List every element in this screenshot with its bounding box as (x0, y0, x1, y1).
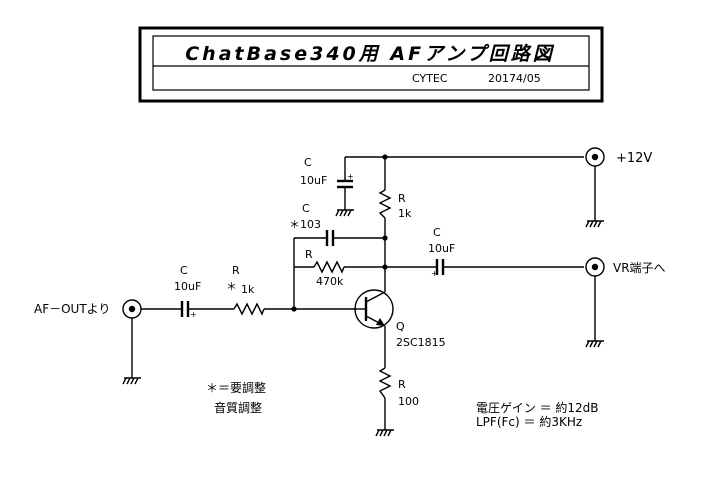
capacitor-decouple-icon: + (337, 172, 354, 189)
author-text: CYTEC (412, 72, 448, 85)
c-feedback-name: C (302, 202, 310, 215)
c-output-value: 10uF (428, 242, 455, 255)
c-decouple-value: 10uF (300, 174, 327, 187)
supply-jack-icon (585, 147, 605, 167)
date-text: 20174/05 (488, 72, 541, 85)
ground-icon (335, 209, 354, 217)
capacitor-output-icon: + (431, 259, 445, 278)
svg-text:+: + (431, 269, 438, 278)
output-label: VR端子へ (613, 261, 666, 275)
ground-icon (585, 220, 604, 228)
wires (131, 156, 596, 430)
component-labels: C 10uF R ＊ 1k C 10uF R 1k C ＊103 R 470k … (174, 156, 455, 408)
r-input-value: 1k (241, 283, 255, 296)
title-block: ChatBase340用 AFアンプ回路図 CYTEC 20174/05 (138, 26, 604, 103)
r-input-mark: ＊ (226, 280, 237, 293)
ground-icon (585, 340, 604, 348)
r-collector-name: R (398, 192, 406, 205)
transistor-value: 2SC1815 (396, 336, 446, 349)
transistor-name: Q (396, 320, 405, 333)
svg-text:+: + (190, 310, 197, 319)
capacitor-input-icon: + (180, 301, 197, 319)
output-jack-icon (585, 257, 605, 277)
ground-icon (122, 377, 141, 385)
input-label: AF－OUTより (34, 302, 110, 316)
r-input-name: R (232, 264, 240, 277)
supply-label: +12V (616, 151, 652, 166)
r-emitter-value: 100 (398, 395, 419, 408)
c-input-value: 10uF (174, 280, 201, 293)
gain-note: 電圧ゲイン ＝ 約12dB (476, 400, 599, 415)
adjust-note-line2: 音質調整 (214, 400, 262, 415)
transistor-icon (354, 289, 394, 329)
r-emitter-name: R (398, 378, 406, 391)
resistor-input-icon (233, 302, 265, 316)
c-input-name: C (180, 264, 188, 277)
svg-text:+: + (347, 172, 354, 181)
ground-icon (375, 429, 394, 437)
input-jack-icon (122, 299, 142, 319)
c-output-name: C (433, 226, 441, 239)
r-bias-name: R (305, 248, 313, 261)
resistor-bias-icon (313, 260, 345, 274)
c-decouple-name: C (304, 156, 312, 169)
junction-dots (291, 154, 388, 312)
resistor-emitter-icon (378, 367, 392, 399)
lpf-note: LPF(Fc) ＝ 約3KHz (476, 414, 582, 429)
r-collector-value: 1k (398, 207, 412, 220)
c-feedback-value: ＊103 (289, 218, 321, 231)
resistor-collector-icon (378, 189, 392, 219)
adjust-note-line1: ＊＝要調整 (206, 380, 266, 395)
r-bias-value: 470k (316, 275, 344, 288)
diagram-title: ChatBase340用 AFアンプ回路図 (185, 43, 555, 65)
capacitor-feedback-icon (325, 230, 335, 246)
